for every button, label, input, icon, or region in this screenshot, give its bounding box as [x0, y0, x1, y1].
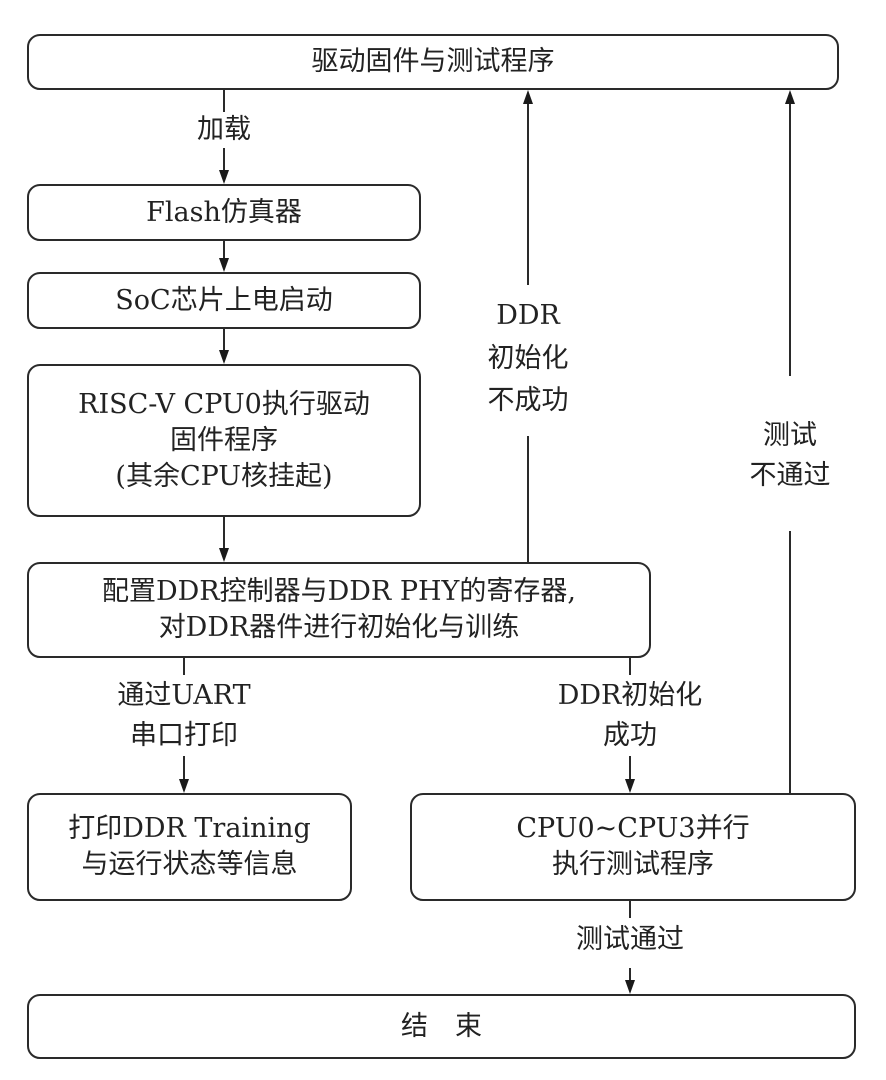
node-cpus-run-tests: CPU0~CPU3并行 执行测试程序: [410, 793, 856, 901]
label-text: 初始化: [487, 343, 569, 374]
node-text: RISC-V CPU0执行驱动: [78, 388, 370, 420]
node-text: 固件程序: [170, 424, 278, 456]
arrowhead-to-config: [219, 548, 229, 562]
label-text: 通过UART: [117, 680, 251, 711]
arrowhead-ddr-fail: [523, 90, 533, 104]
node-firmware-and-test-program: 驱动固件与测试程序: [27, 34, 839, 90]
label-text: 测试: [763, 420, 817, 451]
node-soc-power-on: SoC芯片上电启动: [27, 272, 421, 329]
edge-label-ddr-init-fail: DDR 初始化 不成功: [468, 294, 588, 422]
node-text: 对DDR器件进行初始化与训练: [158, 612, 520, 643]
arrowhead-to-print: [179, 779, 189, 793]
node-text: 结 束: [401, 1010, 482, 1042]
node-text: 打印DDR Training: [68, 813, 311, 844]
node-flash-emulator: Flash仿真器: [27, 184, 421, 241]
node-text: 执行测试程序: [552, 849, 714, 880]
node-configure-ddr: 配置DDR控制器与DDR PHY的寄存器, 对DDR器件进行初始化与训练: [27, 562, 651, 658]
edge-label-test-fail: 测试 不通过: [730, 416, 850, 496]
node-text: 驱动固件与测试程序: [311, 46, 555, 77]
edge-label-ddr-init-ok: DDR初始化 成功: [540, 676, 720, 756]
node-text: SoC芯片上电启动: [115, 284, 333, 316]
label-text: 成功: [603, 720, 657, 751]
arrowhead-to-flash: [219, 170, 229, 184]
edge-label-load: 加载: [174, 112, 274, 148]
node-riscv-cpu0-exec: RISC-V CPU0执行驱动 固件程序 (其余CPU核挂起): [27, 364, 421, 517]
node-text: 配置DDR控制器与DDR PHY的寄存器,: [102, 576, 576, 607]
node-text: Flash仿真器: [146, 196, 302, 228]
label-text: DDR初始化: [557, 680, 703, 711]
node-text: (其余CPU核挂起): [115, 460, 333, 492]
edge-label-uart-print: 通过UART 串口打印: [94, 676, 274, 756]
arrowhead-to-riscv: [219, 350, 229, 364]
node-print-training-info: 打印DDR Training 与运行状态等信息: [27, 793, 352, 901]
edge-label-test-pass: 测试通过: [560, 922, 700, 958]
label-text: 串口打印: [130, 720, 238, 751]
arrowhead-test-fail: [785, 90, 795, 104]
arrowhead-to-soc: [219, 258, 229, 272]
arrowhead-to-cpus: [625, 779, 635, 793]
label-text: 测试通过: [576, 924, 684, 955]
label-text: 不成功: [487, 385, 569, 416]
label-text: 不通过: [749, 460, 831, 491]
arrowhead-to-end: [625, 980, 635, 994]
label-text: 加载: [197, 114, 251, 145]
node-text: 与运行状态等信息: [81, 849, 298, 880]
node-end: 结 束: [27, 994, 856, 1059]
label-text: DDR: [496, 300, 560, 331]
node-text: CPU0~CPU3并行: [516, 813, 750, 844]
